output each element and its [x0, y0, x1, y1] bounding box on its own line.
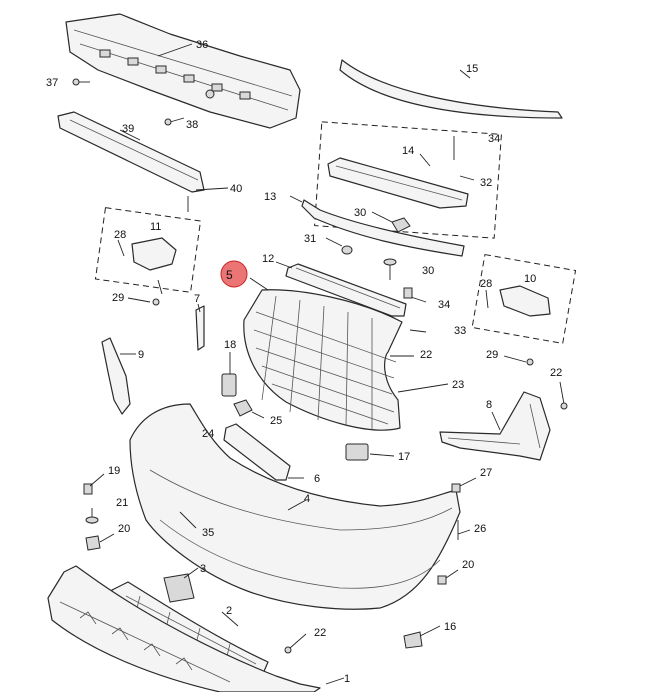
part-5-front-grille	[243, 289, 403, 431]
callout-28a: 28	[114, 229, 126, 241]
callout-30b: 30	[422, 265, 434, 277]
callout-20b: 20	[462, 559, 474, 571]
callout-4: 4	[304, 493, 310, 505]
callout-22b: 22	[550, 367, 562, 379]
callout-36: 36	[196, 39, 208, 51]
callout-40: 40	[230, 183, 242, 195]
callout-23: 23	[452, 379, 464, 391]
part-8-right-lower-trim	[439, 391, 551, 461]
callout-20a: 20	[118, 523, 130, 535]
callout-12: 12	[262, 253, 274, 265]
part-14-bracket	[327, 157, 469, 209]
part-9-left-side-bracket	[101, 337, 131, 415]
callout-25: 25	[270, 415, 282, 427]
callout-16: 16	[444, 621, 456, 633]
callout-labels: 36 37 38 39 40 15 34 14 32 13 30 31 12 3…	[46, 39, 562, 685]
callout-18: 18	[224, 339, 236, 351]
callout-24: 24	[202, 428, 214, 440]
callout-22c: 22	[314, 627, 326, 639]
callout-13: 13	[264, 191, 276, 203]
callout-2: 2	[226, 605, 232, 617]
callout-28b: 28	[480, 278, 492, 290]
callout-7: 7	[194, 293, 200, 305]
callout-3: 3	[200, 563, 206, 575]
part-15-upper-molding	[339, 59, 563, 119]
callout-37: 37	[46, 77, 58, 89]
part-39-absorber	[57, 111, 205, 193]
part-6-license-bracket	[223, 423, 291, 481]
callout-1: 1	[344, 673, 350, 685]
callout-15: 15	[466, 63, 478, 75]
callout-21: 21	[116, 497, 128, 509]
callout-34a: 34	[488, 133, 500, 145]
callout-11: 11	[150, 221, 161, 233]
callout-27: 27	[480, 467, 492, 479]
callout-31: 31	[304, 233, 316, 245]
callout-17: 17	[398, 451, 410, 463]
part-12-grille-bracket	[285, 263, 407, 317]
callout-29b: 29	[486, 349, 498, 361]
callout-29a: 29	[112, 292, 124, 304]
callout-22a: 22	[420, 349, 432, 361]
callout-30a: 30	[354, 207, 366, 219]
part-11-left-bracket	[131, 237, 177, 271]
callout-6: 6	[314, 473, 320, 485]
callout-19: 19	[108, 465, 120, 477]
callout-26: 26	[474, 523, 486, 535]
callout-10: 10	[524, 273, 536, 285]
callout-32: 32	[480, 177, 492, 189]
part-1-skid-plate	[47, 565, 321, 692]
part-13-grille-upper-trim	[301, 199, 465, 257]
part-7-strip	[195, 305, 205, 351]
callout-5: 5	[226, 268, 233, 282]
highlighted-callout-5: 5	[220, 260, 248, 288]
callout-14: 14	[402, 145, 414, 157]
callout-9: 9	[138, 349, 144, 361]
part-36-reinforcement	[65, 13, 301, 129]
callout-39: 39	[122, 123, 134, 135]
callout-38: 38	[186, 119, 198, 131]
part-10-right-bracket	[499, 285, 551, 317]
callout-34b: 34	[438, 299, 450, 311]
callout-33: 33	[454, 325, 466, 337]
callout-8: 8	[486, 399, 492, 411]
callout-35: 35	[202, 527, 214, 539]
